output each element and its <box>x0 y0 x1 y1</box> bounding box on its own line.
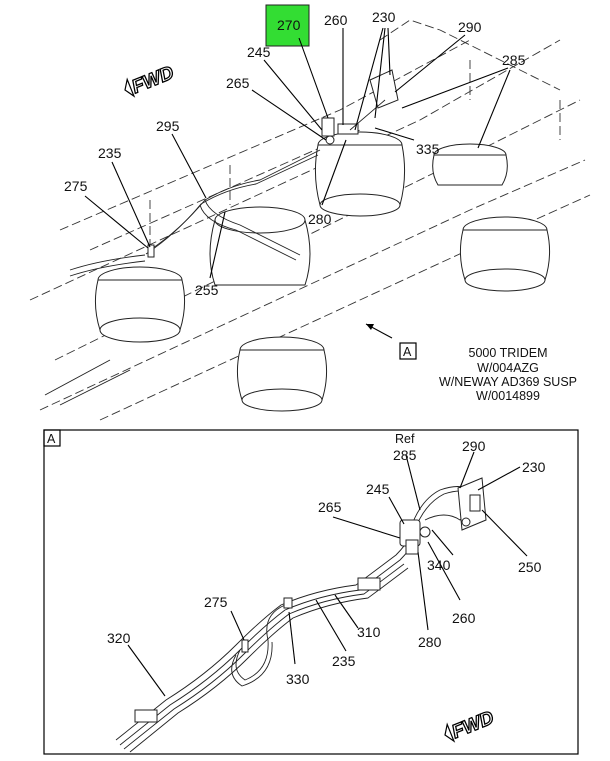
view-ref-box <box>399 342 417 360</box>
callout-285[interactable]: 285 <box>502 52 526 68</box>
top-callouts: 270 260 230 290 245 285 265 295 335 235 … <box>64 9 526 298</box>
callout-235[interactable]: 235 <box>98 145 122 161</box>
callout-335[interactable]: 335 <box>416 141 440 157</box>
hose-fitting-275 <box>147 244 155 258</box>
view-ref-label[interactable]: A <box>403 345 412 359</box>
detail-callout-280[interactable]: 280 <box>418 634 442 650</box>
detail-callout-250[interactable]: 250 <box>518 559 542 575</box>
detail-valve <box>399 519 431 555</box>
fwd-label-bottom: FWD <box>449 707 497 743</box>
detail-callout-330[interactable]: 330 <box>286 671 310 687</box>
callout-245[interactable]: 245 <box>247 44 271 60</box>
air-spring-front-right <box>209 206 311 286</box>
air-spring-rear-lower <box>459 216 551 292</box>
fwd-arrow-top: FWD <box>124 62 178 99</box>
detail-callout-310[interactable]: 310 <box>357 624 381 640</box>
applicability-note: 5000 TRIDEM W/004AZG W/NEWAY AD369 SUSP … <box>439 346 577 403</box>
detail-callout-340[interactable]: 340 <box>427 557 451 573</box>
callout-260[interactable]: 260 <box>324 12 348 28</box>
callout-275[interactable]: 275 <box>64 178 88 194</box>
callout-280[interactable]: 280 <box>308 211 332 227</box>
callout-295[interactable]: 295 <box>156 118 180 134</box>
callout-290[interactable]: 290 <box>458 19 482 35</box>
detail-callout-245[interactable]: 245 <box>366 481 390 497</box>
detail-callout-230[interactable]: 230 <box>522 459 546 475</box>
detail-view-label: A <box>47 432 56 446</box>
callout-265[interactable]: 265 <box>226 75 250 91</box>
air-spring-rear-upper <box>432 143 508 186</box>
detail-callout-275[interactable]: 275 <box>204 594 228 610</box>
callout-230[interactable]: 230 <box>372 9 396 25</box>
air-spring-bottom <box>236 336 328 412</box>
fwd-arrow-bottom: FWD <box>444 707 498 744</box>
detail-leaders <box>127 451 528 697</box>
air-spring-center <box>314 131 406 217</box>
detail-frame <box>43 429 579 755</box>
fwd-label-top: FWD <box>129 62 177 98</box>
detail-callout-290[interactable]: 290 <box>462 438 486 454</box>
callout-270[interactable]: 270 <box>277 17 301 33</box>
callout-255[interactable]: 255 <box>195 282 219 298</box>
detail-callout-285[interactable]: 285 <box>393 447 417 463</box>
chassis-frame-view <box>29 19 591 421</box>
note-line3: W/NEWAY AD369 SUSP <box>439 375 577 389</box>
detail-clips <box>134 577 381 723</box>
detail-callout-265[interactable]: 265 <box>318 499 342 515</box>
top-leaders <box>84 27 511 339</box>
note-line1: 5000 TRIDEM <box>469 346 548 360</box>
detail-bracket <box>457 477 487 531</box>
detail-callout-260[interactable]: 260 <box>452 610 476 626</box>
detail-label-box <box>43 429 61 447</box>
detail-callout-320[interactable]: 320 <box>107 630 131 646</box>
detail-ref-label: Ref <box>395 432 415 446</box>
detail-callouts: Ref 285 290 230 245 265 340 250 275 260 … <box>107 432 546 687</box>
air-spring-front-left <box>94 266 186 343</box>
note-line4: W/0014899 <box>476 389 540 403</box>
highlight-270 <box>265 4 310 47</box>
note-line2: W/004AZG <box>477 361 539 375</box>
detail-callout-235[interactable]: 235 <box>332 653 356 669</box>
